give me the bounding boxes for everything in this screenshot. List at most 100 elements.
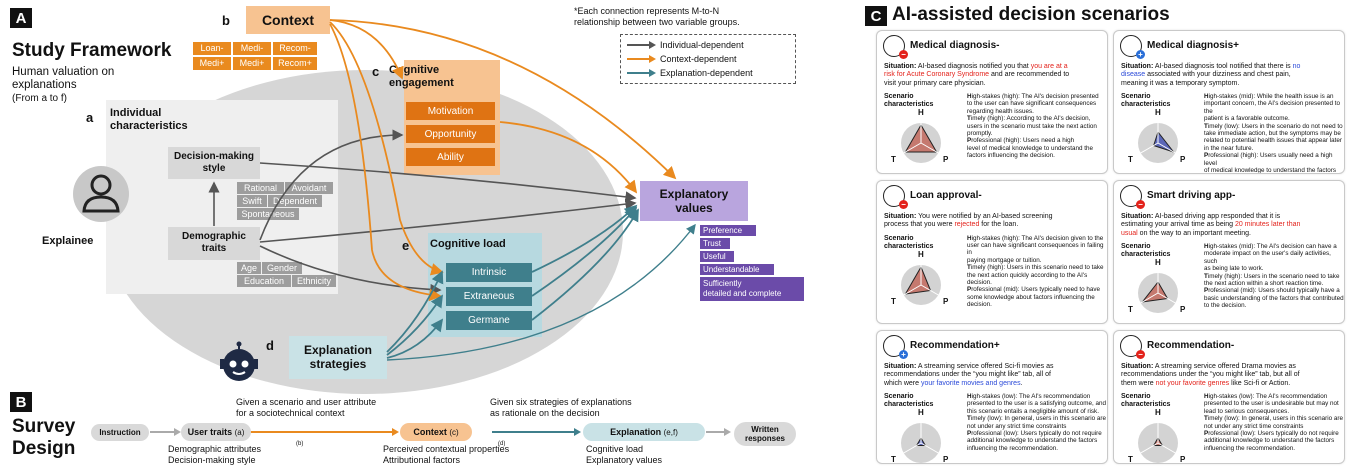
survey-flow-lines — [150, 428, 731, 436]
radar-label-p: P — [1180, 154, 1186, 164]
demographic-box: Demographic traits — [168, 227, 260, 260]
scenario-radar — [1138, 272, 1178, 313]
tag-avoidant: Avoidant — [285, 182, 333, 194]
radar-label-t: T — [891, 296, 896, 306]
scenario-card: −Smart driving app- Situation: AI-based d… — [1113, 180, 1345, 324]
scenario-badge: + — [899, 350, 908, 359]
panel-b-title: Survey Design — [12, 416, 76, 459]
note-given-context: Given a scenario and user attribute for … — [236, 397, 377, 418]
value-trust: Trust — [700, 238, 730, 249]
tag-spontaneous: Spontaneous — [237, 208, 299, 220]
radar-axis — [1140, 142, 1159, 154]
tag-swift: Swift — [237, 195, 267, 207]
legend-context-swatch — [627, 55, 656, 63]
panel-a-subtitle: Human valuation on explanations (From a … — [12, 66, 115, 104]
scenario-card: −Recommendation- Situation: A streaming s… — [1113, 330, 1345, 464]
note-given-strategies: Given six strategies of explanations as … — [490, 397, 632, 418]
step-user-traits: User traits (a) — [181, 423, 251, 441]
context-tag-medi-plus-2: Medi+ — [233, 57, 271, 70]
context-tag-recom-minus: Recom- — [273, 42, 317, 55]
radar-label-h: H — [1155, 257, 1161, 267]
robot-icon — [220, 341, 258, 381]
scenario-card: −Loan approval-Situation: You were notif… — [876, 180, 1108, 324]
radar-axis — [1157, 142, 1176, 154]
context-tag-loan-minus: Loan- — [193, 42, 231, 55]
tag-age: Age — [237, 262, 261, 274]
context-tag-medi-minus: Medi- — [233, 42, 271, 55]
individual-title: Individual characteristics — [110, 107, 188, 132]
scenario-title: Recommendation- — [1147, 340, 1235, 351]
context-letter: b — [222, 13, 230, 28]
value-sufficiently: Sufficiently detailed and complete — [700, 277, 804, 301]
radar-axis — [1157, 292, 1176, 304]
tag-ethnicity: Ethnicity — [292, 275, 336, 287]
individual-letter: a — [86, 110, 94, 125]
traits-desc: Demographic attributes Decision-making s… — [168, 444, 262, 465]
scenario-card: +Medical diagnosis+ Situation: AI-based d… — [1113, 30, 1345, 174]
strategies-box: Explanation strategies — [289, 336, 387, 379]
legend-individual: Individual-dependent — [627, 40, 744, 50]
radar-axis — [1157, 442, 1176, 454]
m-to-n-note: *Each connection represents M-to-N relat… — [574, 6, 740, 27]
context-tag-recom-plus: Recom+ — [273, 57, 317, 70]
note-d: (d) — [498, 441, 506, 447]
load-extraneous: Extraneous — [446, 287, 532, 306]
scenario-situation: Situation: AI-based diagnosis tool notif… — [1121, 63, 1301, 87]
radar-label-p: P — [943, 454, 949, 464]
strategies-letter: d — [266, 338, 274, 353]
radar-label-p: P — [943, 154, 949, 164]
scenario-title: Loan approval- — [910, 190, 982, 201]
scenario-characteristics-text: High-stakes (low): The AI's recommendati… — [967, 392, 1106, 452]
load-title: Cognitive load — [430, 238, 506, 250]
scenario-situation: Situation: A streaming service offered D… — [1121, 363, 1300, 387]
radar-label-t: T — [1128, 304, 1133, 314]
scenario-badge: + — [1136, 50, 1145, 59]
tag-rational: Rational — [237, 182, 284, 194]
legend-context: Context-dependent — [627, 54, 737, 64]
radar-shape — [1141, 280, 1169, 303]
scenario-characteristics-text: High-stakes (high): The AI's decision pr… — [967, 92, 1099, 160]
scenario-radar — [901, 122, 941, 163]
legend-individual-swatch — [627, 41, 656, 49]
scenario-badge: − — [1136, 200, 1145, 209]
scenario-situation: Situation: AI-based driving app responde… — [1121, 213, 1301, 237]
radar-label-h: H — [1155, 107, 1161, 117]
step-context: Context (c) — [400, 423, 472, 441]
scenario-badge: − — [1136, 350, 1145, 359]
radar-shape — [1153, 130, 1175, 153]
value-understandable: Understandable — [700, 264, 774, 275]
radar-label-t: T — [1128, 154, 1133, 164]
value-preference: Preference — [700, 225, 756, 236]
scenario-card: +Recommendation+Situation: A streaming s… — [876, 330, 1108, 464]
panel-a-letter: A — [10, 8, 32, 28]
scenario-badge: − — [899, 50, 908, 59]
radar-label-h: H — [918, 249, 924, 259]
explanation-desc: Cognitive load Explanatory values — [586, 444, 663, 465]
radar-label-t: T — [891, 154, 896, 164]
tag-dependent: Dependent — [268, 195, 322, 207]
context-desc: Perceived contextual properties Attribut… — [383, 444, 510, 465]
scenario-badge: − — [899, 200, 908, 209]
person-icon — [73, 166, 129, 222]
engagement-letter: c — [372, 64, 380, 79]
radar-axis — [903, 442, 922, 454]
scenario-characteristics-text: High-stakes (high): The AI's decision gi… — [967, 234, 1104, 309]
engagement-ability: Ability — [406, 148, 495, 166]
panel-c-letter: C — [865, 6, 887, 26]
load-intrinsic: Intrinsic — [446, 263, 532, 282]
engagement-opportunity: Opportunity — [406, 125, 495, 143]
scenario-radar — [901, 264, 941, 305]
scenario-title: Smart driving app- — [1147, 190, 1236, 201]
scenario-characteristics-text: High-stakes (mid): While the health issu… — [1204, 92, 1343, 174]
radar-axis — [920, 442, 939, 454]
engagement-motivation: Motivation — [406, 102, 495, 120]
scenario-title: Medical diagnosis+ — [1147, 40, 1239, 51]
legend-explanation: Explanation-dependent — [627, 68, 753, 78]
load-germane: Germane — [446, 311, 532, 330]
scenario-situation: Situation: A streaming service offered S… — [884, 363, 1054, 387]
tag-education: Education — [237, 275, 291, 287]
panel-c-title: AI-assisted decision scenarios — [892, 4, 1170, 25]
